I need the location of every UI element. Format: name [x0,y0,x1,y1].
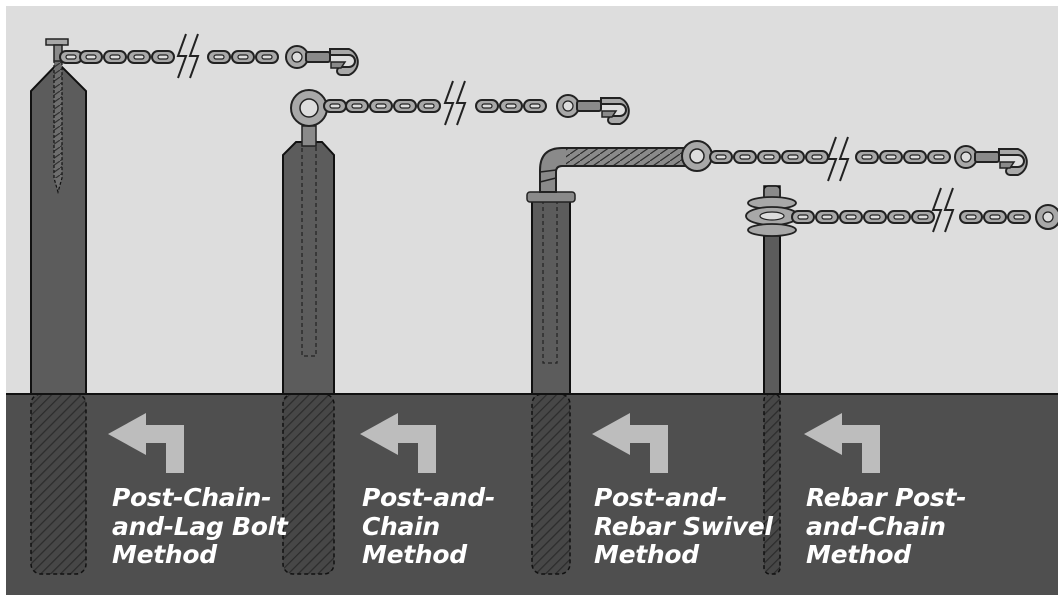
method-label-line: Post-Chain- [112,483,272,512]
method-label-line: Method [362,540,467,569]
method-label-line: Post-and- [594,483,727,512]
wood-post-rebar-swivel [526,140,713,575]
method-label-line: Method [806,540,911,569]
method-label-line: Method [594,540,699,569]
method-label-2: Post-and- Chain Method [362,483,495,570]
wood-post-lag-bolt [30,38,87,575]
method-label-line: Chain [362,511,440,541]
wood-post-eye-bolt [282,89,335,575]
method-label-line: Rebar Swivel [594,511,773,541]
method-label-line: Post-and- [362,483,495,512]
method-label-line: and-Chain [806,511,946,541]
method-label-line: Method [112,540,217,569]
chain-4 [791,187,1058,233]
method-label-1: Post-Chain- and-Lag Bolt Method [112,483,288,570]
method-label-4: Rebar Post- and-Chain Method [806,483,967,570]
method-label-3: Post-and- Rebar Swivel Method [594,483,773,570]
method-label-line: and-Lag Bolt [112,511,288,541]
method-label-line: Rebar Post- [806,483,967,512]
